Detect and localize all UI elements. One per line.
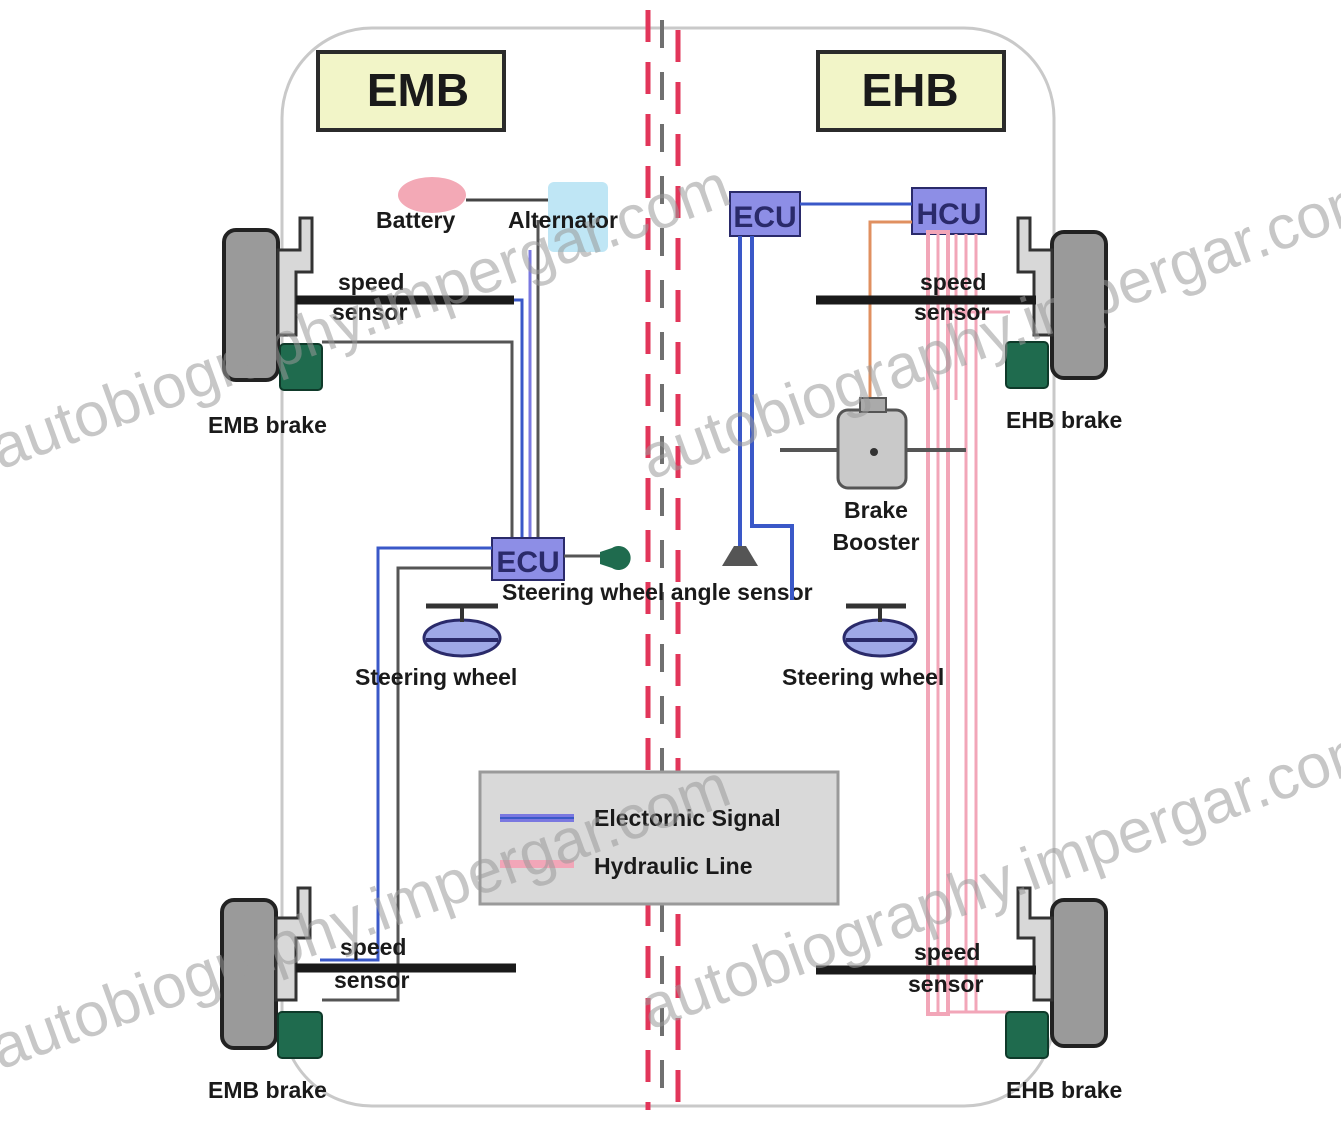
ehb-steering-wheel (842, 603, 918, 658)
emb-steering-wheel-label: Steering wheel (355, 664, 517, 690)
signal-wire-rl-2 (322, 566, 492, 1002)
rear-right-knuckle (1016, 886, 1054, 1002)
hydraulic-line-bundle (926, 230, 950, 1016)
emb-ecu (491, 537, 565, 581)
rear-right-caliper (1005, 1011, 1049, 1059)
rear-left-caliper (277, 1011, 323, 1059)
signal-wire-rl-1 (320, 546, 492, 962)
steering-angle-sensor-label: Steering wheel angle sensor (502, 579, 813, 605)
ehb-title-box: EHB (816, 50, 1006, 132)
signal-wire-fl-1 (514, 298, 524, 545)
signal-wire-fl-2 (322, 340, 514, 545)
emb-title-box: EMB (316, 50, 506, 132)
watermark: autobiography.impergar.com autobiography… (0, 151, 1341, 1083)
legend-box (478, 770, 840, 906)
front-right-caliper (1005, 341, 1049, 389)
front-left-caliper (279, 343, 323, 391)
front-right-brake-label: EHB brake (1006, 407, 1122, 433)
ehb-ecu (729, 191, 801, 237)
emb-ecu-label: ECU (496, 546, 559, 579)
rear-left-brake-label: EMB brake (208, 1077, 327, 1103)
emb-steering-wheel (422, 603, 502, 658)
alternator-label: Alternator (508, 207, 618, 233)
hcu (911, 187, 987, 235)
battery-icon (398, 177, 466, 213)
legend-hydraulic-label: Hydraulic Line (594, 853, 752, 879)
hcu-label: HCU (917, 198, 982, 231)
rear-right-brake-label: EHB brake (1006, 1077, 1122, 1103)
rear-right-wheel (1050, 898, 1108, 1048)
battery-label: Battery (376, 207, 455, 233)
ehb-signal-wire-2 (750, 236, 794, 600)
ehb-ecu-label: ECU (733, 201, 796, 234)
ehb-angle-sensor-icon (722, 546, 758, 566)
front-left-brake-label: EMB brake (208, 412, 327, 438)
vehicle-outline (280, 26, 1056, 1108)
brake-booster-icon (780, 397, 966, 490)
legend-signal-label: Electornic Signal (594, 805, 781, 831)
watermark-text-1: autobiography.impergar.com (0, 151, 739, 483)
front-left-knuckle (276, 216, 314, 337)
rear-left-knuckle (274, 886, 312, 1002)
ehb-steering-wheel-label: Steering wheel (782, 664, 944, 690)
front-right-knuckle (1016, 216, 1054, 337)
emb-angle-sensor-icon (600, 546, 631, 570)
emb-title: EMB (367, 64, 469, 116)
alternator-icon (548, 182, 608, 252)
hcu-booster-line (868, 220, 912, 420)
legend: Electornic Signal Hydraulic Line (478, 770, 840, 906)
ehb-title: EHB (861, 64, 958, 116)
watermark-text-3: autobiography.impergar.com (0, 751, 739, 1083)
